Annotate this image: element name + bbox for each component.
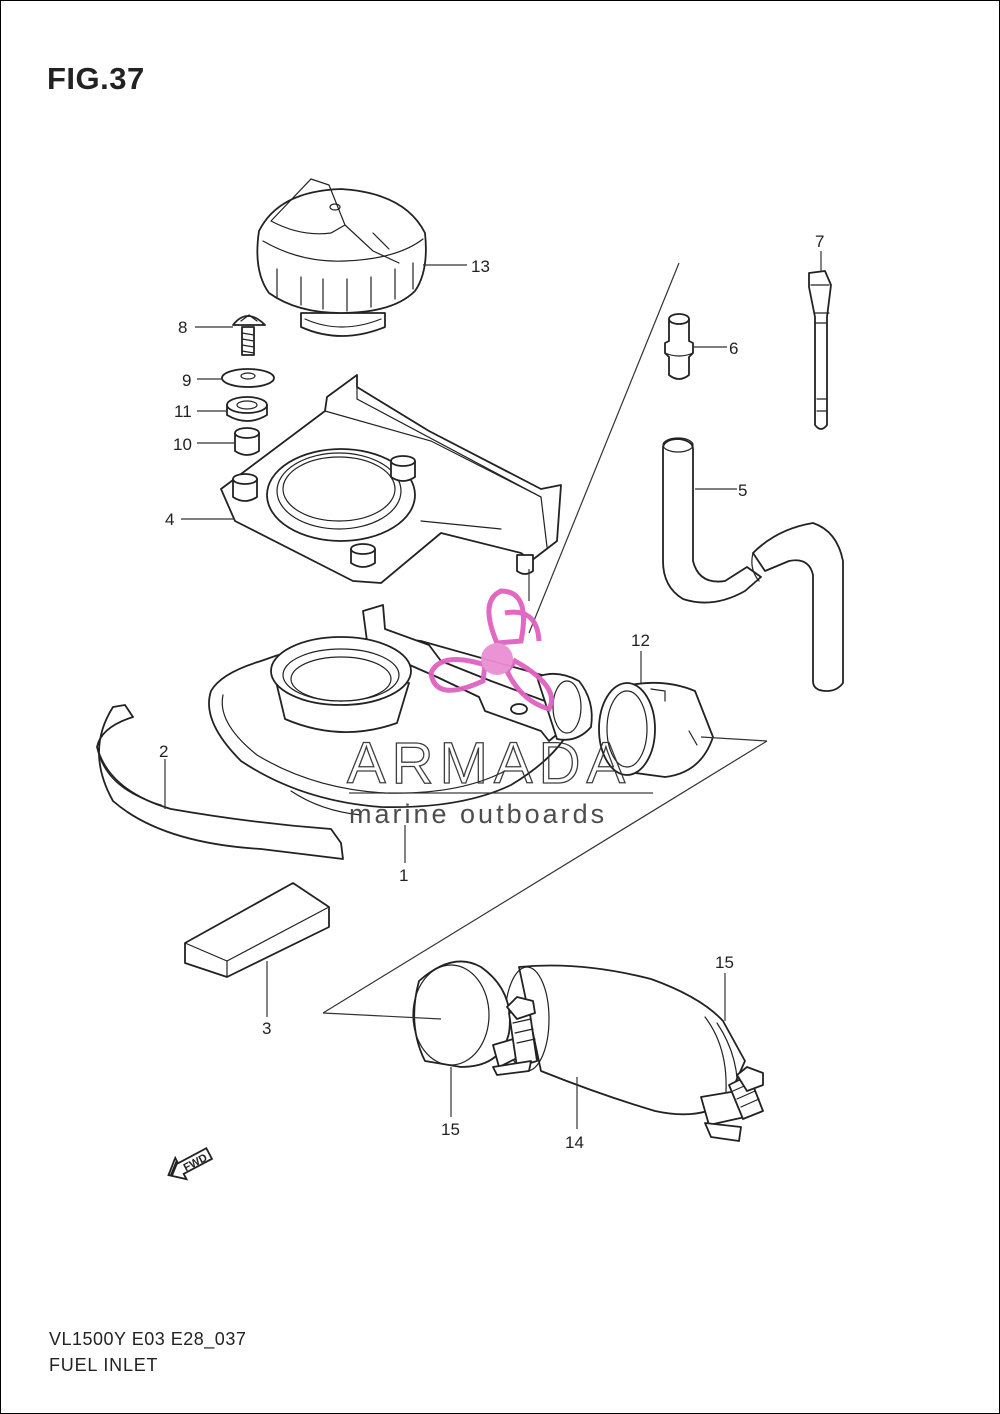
callout-numbers: 1 2 3 4 5 6 7 8 9 10 11 12 13 14 15 15 bbox=[159, 232, 824, 1152]
model-code: VL1500Y E03 E28_037 bbox=[49, 1329, 247, 1349]
part-15-clamp-right bbox=[700, 1066, 764, 1142]
figure-caption: FUEL INLET bbox=[49, 1355, 159, 1375]
part-9-washer bbox=[221, 368, 275, 388]
callout-3: 3 bbox=[262, 1019, 271, 1038]
callout-1: 1 bbox=[399, 866, 408, 885]
part-13-fuel-cap bbox=[256, 178, 427, 337]
callout-8: 8 bbox=[178, 318, 187, 337]
callout-14: 14 bbox=[565, 1133, 584, 1152]
part-15-clamp-left bbox=[412, 960, 538, 1076]
part-3-pad bbox=[184, 882, 330, 978]
part-5-hose bbox=[662, 437, 844, 692]
part-10-collar bbox=[234, 427, 260, 456]
fwd-label: FWD bbox=[182, 1152, 210, 1174]
part-12-ring bbox=[598, 681, 714, 778]
part-11-grommet bbox=[226, 396, 268, 422]
part-6-connector bbox=[664, 313, 694, 380]
part-4-bracket bbox=[220, 374, 562, 584]
watermark-brand: ARMADA bbox=[347, 731, 631, 796]
part-8-screw bbox=[232, 314, 266, 356]
reference-lines bbox=[322, 262, 768, 1020]
figure-label: FIG.37 bbox=[47, 61, 145, 96]
callout-12: 12 bbox=[631, 631, 650, 650]
part-2-seal-strip bbox=[96, 704, 344, 860]
part-14-bellow-hose bbox=[504, 964, 746, 1116]
callout-15-left: 15 bbox=[441, 1120, 460, 1139]
callout-5: 5 bbox=[738, 481, 747, 500]
part-7-strap bbox=[808, 270, 832, 430]
watermark-tagline: marine outboards bbox=[349, 799, 607, 829]
callout-15-right: 15 bbox=[715, 953, 734, 972]
propeller-icon bbox=[428, 588, 554, 712]
callout-4: 4 bbox=[165, 510, 174, 529]
armada-logo: ARMADA marine outboards bbox=[346, 588, 653, 829]
callout-7: 7 bbox=[815, 232, 824, 251]
callout-10: 10 bbox=[173, 435, 192, 454]
leader-lines bbox=[164, 251, 822, 1129]
callout-9: 9 bbox=[182, 371, 191, 390]
fwd-arrow-icon: FWD bbox=[167, 1147, 214, 1181]
callout-11: 11 bbox=[174, 402, 192, 421]
callout-2: 2 bbox=[159, 742, 168, 761]
callout-13: 13 bbox=[471, 257, 490, 276]
callout-6: 6 bbox=[729, 339, 738, 358]
